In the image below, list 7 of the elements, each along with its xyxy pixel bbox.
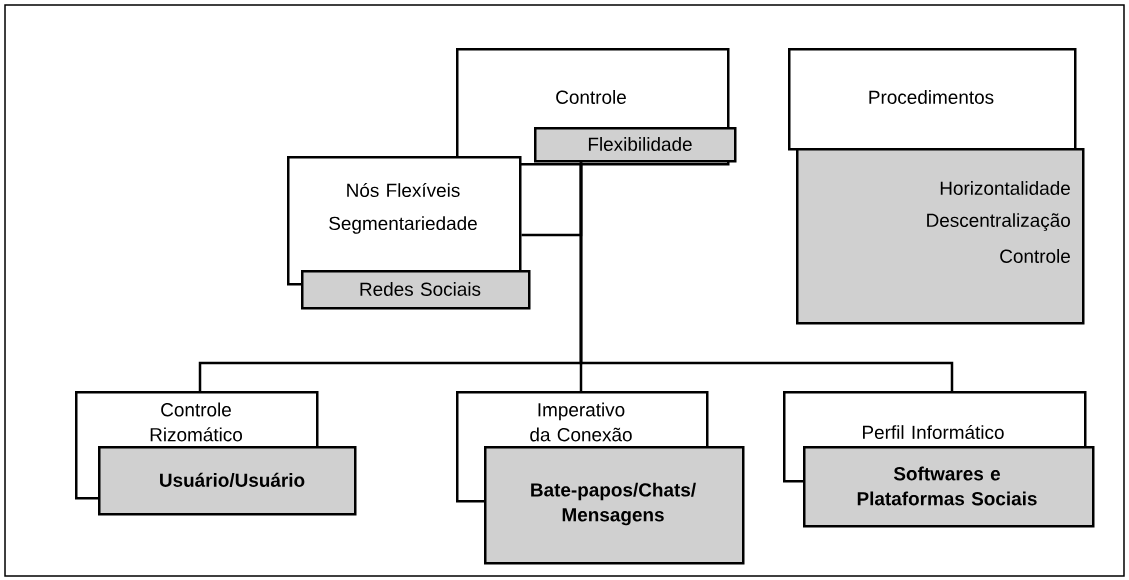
label-box: Procedimentos	[788, 48, 1077, 151]
shaded-box: Usuário/Usuário	[98, 446, 357, 516]
shaded-box: Softwares e Plataformas Sociais	[803, 446, 1095, 528]
shaded-box: Redes Sociais	[301, 270, 531, 310]
connector-line	[579, 162, 954, 391]
shaded-box: Bate-papos/Chats/ Mensagens	[484, 446, 745, 565]
shaded-box: Horizontalidade Descentralização Controle	[796, 148, 1085, 325]
